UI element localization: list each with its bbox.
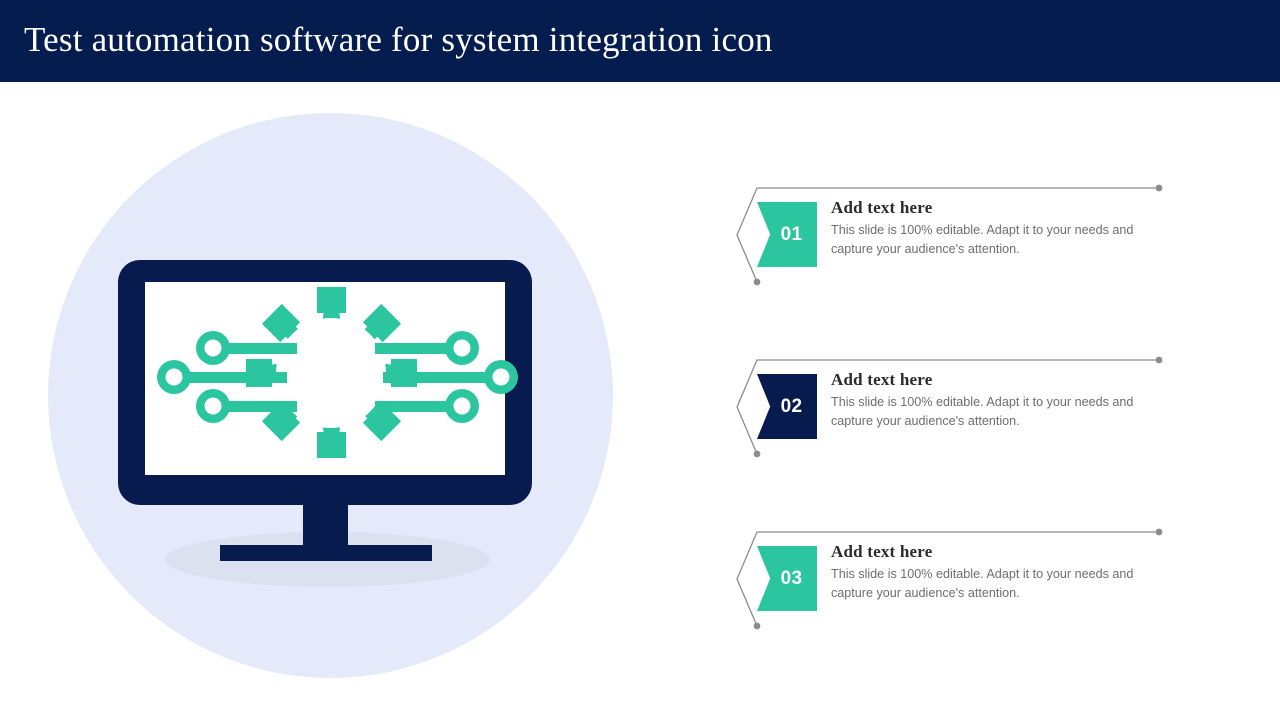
step-number-03: 03 [780,567,803,589]
monitor-gear-icon [118,260,532,561]
step-item-01[interactable]: 01 Add text here This slide is 100% edit… [735,178,1175,293]
step-body-01: This slide is 100% editable. Adapt it to… [831,223,1134,256]
step-number-02: 02 [780,395,803,417]
step-body-03: This slide is 100% editable. Adapt it to… [831,567,1134,600]
step-text-03: Add text here This slide is 100% editabl… [831,542,1171,602]
step-text-01: Add text here This slide is 100% editabl… [831,198,1171,258]
page-title: Test automation software for system inte… [24,20,773,59]
monitor-stand-base [220,545,432,561]
steps-list: 01 Add text here This slide is 100% edit… [735,178,1175,648]
step-badge-01: 01 [757,202,817,267]
circuit-nodes-left [157,331,297,423]
step-item-02[interactable]: 02 Add text here This slide is 100% edit… [735,350,1175,465]
step-heading-01: Add text here [831,198,933,217]
step-bracket-02 [736,356,1163,458]
step-badge-02: 02 [757,374,817,439]
gear-circuit-graphic [157,287,518,458]
slide-header: Test automation software for system inte… [0,0,1280,82]
step-heading-02: Add text here [831,370,933,389]
step-item-03[interactable]: 03 Add text here This slide is 100% edit… [735,522,1175,637]
step-number-01: 01 [780,223,803,245]
step-heading-03: Add text here [831,542,933,561]
step-text-02: Add text here This slide is 100% editabl… [831,370,1171,430]
circuit-nodes-right [375,331,518,423]
step-bracket-03 [736,528,1163,630]
step-bracket-01 [736,184,1163,286]
illustration-container [35,105,625,690]
step-body-02: This slide is 100% editable. Adapt it to… [831,395,1134,428]
